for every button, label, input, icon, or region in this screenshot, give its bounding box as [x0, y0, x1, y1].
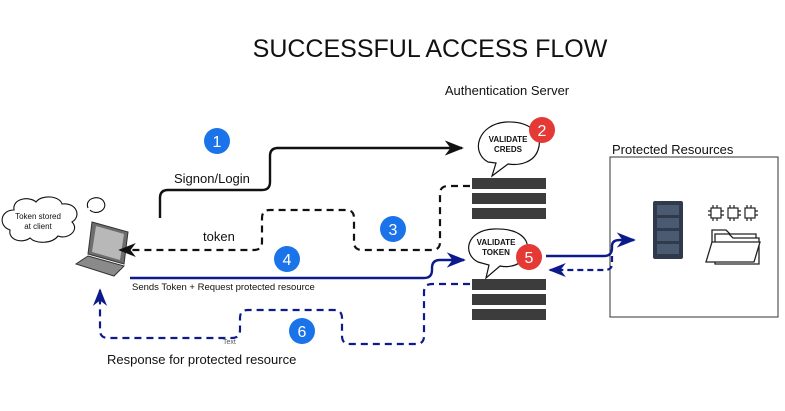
step-2-badge: 2	[529, 117, 555, 143]
validate-token-bubble: VALIDATE TOKEN	[468, 228, 529, 280]
flow-signon-login	[158, 140, 464, 218]
client-cloud-bubble: Token stored at client	[1, 196, 106, 243]
folder-icon	[705, 229, 761, 265]
protected-resources-label: Protected Resources	[612, 142, 734, 157]
label-sends-token: Sends Token + Request protected resource	[132, 282, 315, 293]
step-1-number: 1	[213, 134, 222, 151]
auth-server-top	[472, 178, 546, 219]
validate-creds-line2: CREDS	[494, 145, 523, 154]
step-2-number: 2	[538, 123, 547, 140]
auth-server-bottom	[472, 279, 546, 320]
step-4-badge: 4	[274, 246, 300, 272]
rack-server-icon	[653, 201, 683, 259]
flow-send-token	[130, 252, 466, 280]
validate-token-line2: TOKEN	[482, 248, 510, 257]
step-3-badge: 3	[380, 216, 406, 242]
step-6-badge: 6	[289, 318, 315, 344]
label-response: Response for protected resource	[107, 352, 296, 367]
laptop-icon	[74, 221, 129, 277]
label-signon: Signon/Login	[174, 171, 250, 186]
validate-token-line1: VALIDATE	[477, 238, 516, 247]
flow-resources-to-server	[548, 256, 614, 278]
chip-icons	[708, 205, 758, 221]
client-bubble-line1: Token stored	[15, 212, 61, 221]
step-5-badge: 5	[516, 244, 542, 270]
refresh-loop-icon	[86, 197, 106, 213]
step-1-badge: 1	[204, 128, 230, 154]
client-bubble-line2: at client	[24, 222, 52, 231]
step-6-number: 6	[298, 324, 307, 341]
label-token: token	[203, 229, 235, 244]
validate-creds-line1: VALIDATE	[489, 135, 528, 144]
label-text-tag: Text	[223, 339, 236, 346]
step-3-number: 3	[389, 222, 398, 239]
flow-response	[92, 282, 470, 346]
flow-token-return	[118, 184, 470, 258]
diagram-title: SUCCESSFUL ACCESS FLOW	[253, 35, 608, 63]
step-4-number: 4	[283, 252, 292, 269]
flow-server-to-resources	[546, 232, 636, 258]
auth-server-label: Authentication Server	[445, 83, 570, 98]
step-5-number: 5	[525, 250, 534, 267]
